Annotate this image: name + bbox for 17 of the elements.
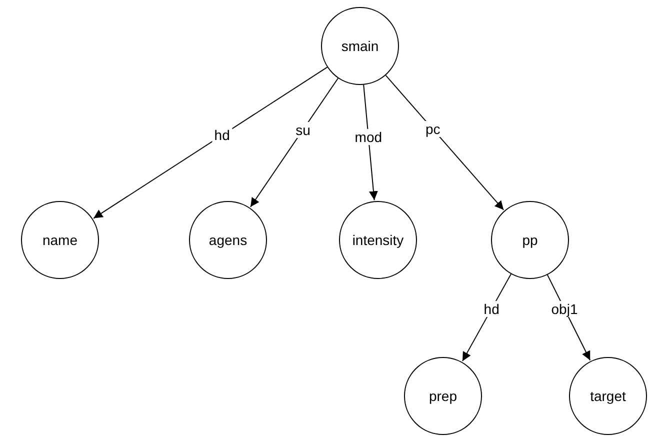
node-label: pp xyxy=(522,232,538,248)
node-label: name xyxy=(42,232,78,248)
node-label: target xyxy=(590,388,626,404)
node-label: smain xyxy=(341,38,379,54)
edge-label: hd xyxy=(212,127,232,144)
arrow xyxy=(250,78,339,208)
arrow xyxy=(462,274,512,362)
node-label: intensity xyxy=(352,232,404,248)
edge-label: mod xyxy=(352,128,384,145)
edge-label: su xyxy=(294,122,312,138)
node-label: prep xyxy=(428,388,458,404)
arrow xyxy=(93,66,328,219)
node-label: agens xyxy=(208,232,248,248)
edge-label: hd xyxy=(482,300,502,317)
edge-label: pc xyxy=(423,121,442,138)
edge-label: obj1 xyxy=(549,301,580,318)
arrow xyxy=(385,74,504,210)
